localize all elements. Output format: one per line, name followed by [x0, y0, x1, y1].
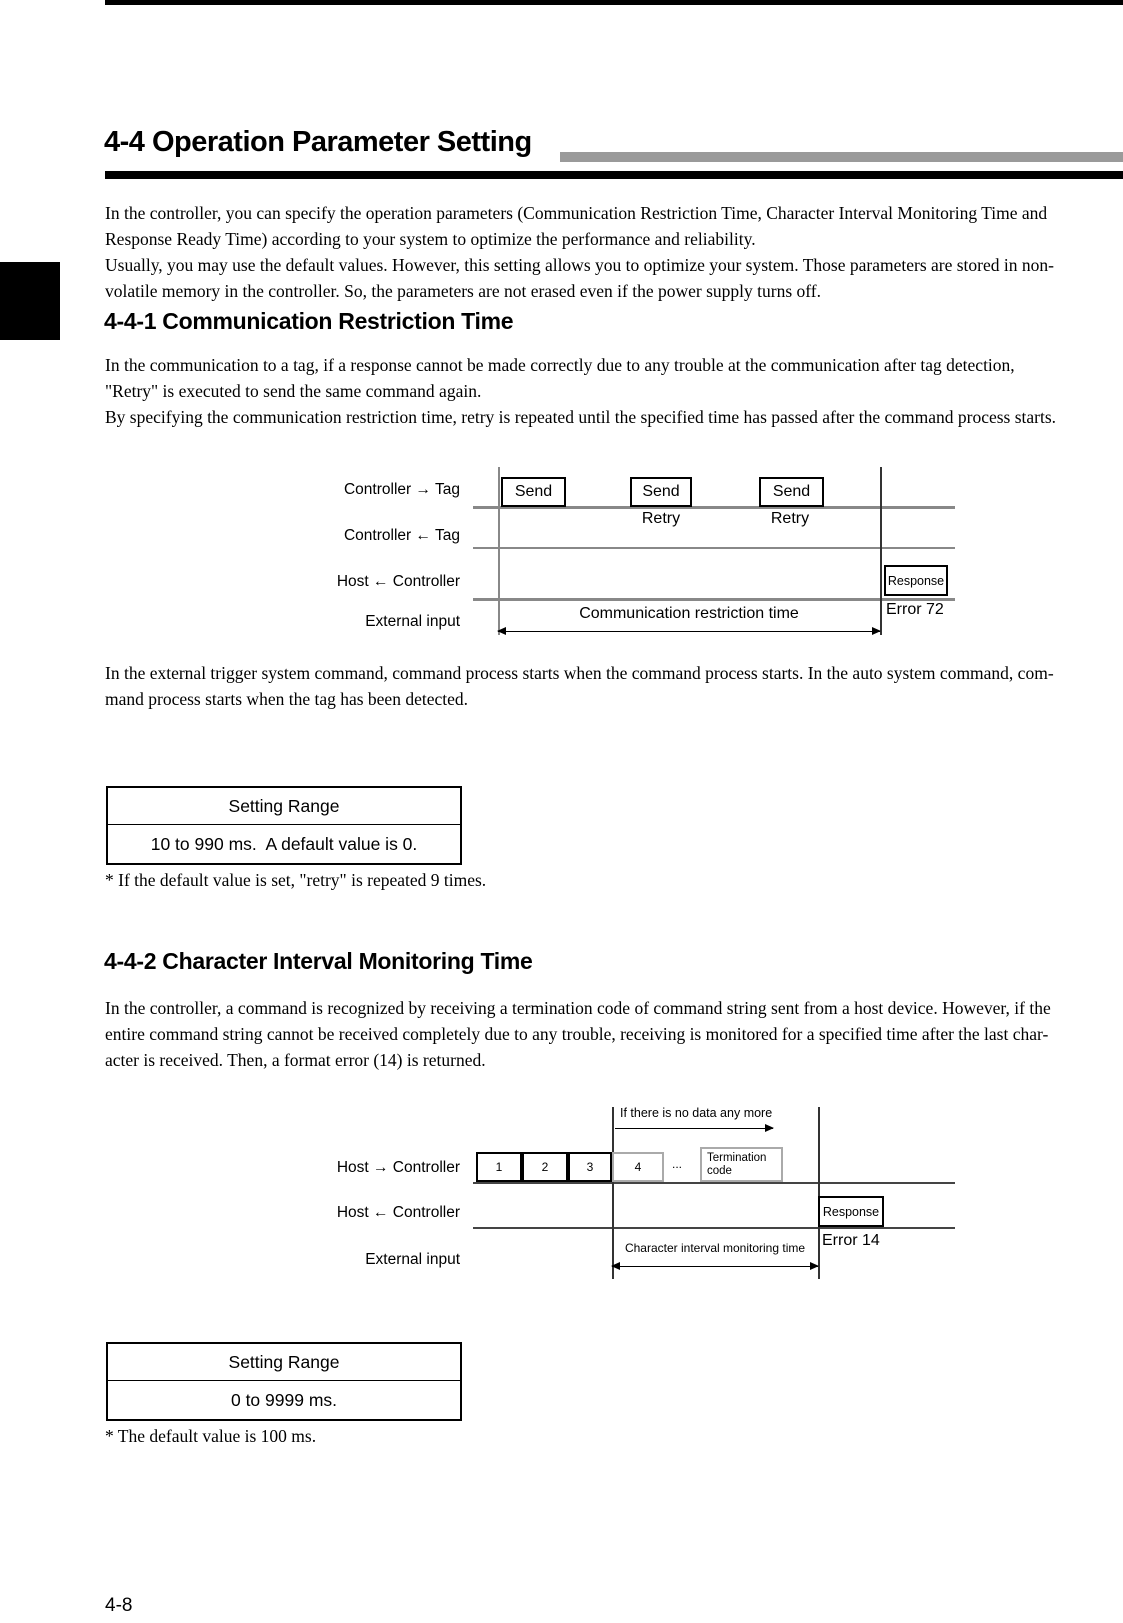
- send-box-2: Send: [630, 477, 692, 507]
- page-number: 4-8: [105, 1595, 133, 1616]
- setting-range-header-2: Setting Range: [108, 1344, 460, 1381]
- diagram1-baseline-1: [473, 506, 955, 509]
- diagram1-row-label-external-input: External input: [365, 613, 460, 630]
- intro-paragraph: In the controller, you can specify the o…: [105, 203, 1054, 301]
- diagram2-baseline-1: [473, 1182, 955, 1184]
- setting-range-table-1: Setting Range 10 to 990 ms. A default va…: [106, 786, 462, 865]
- diagram2-row-label-host-from-controller: Host ← Controller: [336, 1204, 460, 1221]
- diagram2-row-label-external-input: External input: [365, 1251, 460, 1268]
- diagram1-start-line: [498, 467, 500, 635]
- retry-label-1: Retry: [641, 510, 681, 527]
- error-72-label: Error 72: [886, 601, 944, 618]
- section1-note: * If the default value is set, "retry" i…: [105, 870, 487, 890]
- char-box-4: 4: [612, 1152, 664, 1182]
- diagram1-row-label-controller-from-tag: Controller ← Tag: [343, 527, 460, 544]
- character-interval-diagram: Host → Controller Host ← Controller Exte…: [300, 1095, 970, 1295]
- character-interval-time-label: Character interval monitoring time: [624, 1241, 806, 1255]
- send-box-1: Send: [501, 477, 566, 507]
- page-title: 4-4 Operation Parameter Setting: [104, 126, 532, 158]
- no-data-arrow: [615, 1124, 774, 1132]
- send-box-3: Send: [759, 477, 824, 507]
- diagram1-baseline-2: [473, 547, 955, 549]
- response-box-2: Response: [818, 1196, 884, 1227]
- restriction-time-span-arrow: [497, 627, 881, 635]
- section1-after-diagram-paragraph: In the external trigger system command, …: [105, 663, 1054, 709]
- communication-restriction-time-label: Communication restriction time: [579, 605, 799, 622]
- diagram1-end-line: [880, 467, 882, 635]
- diagram2-row-label-host-to-controller: Host → Controller: [336, 1159, 460, 1176]
- setting-range-value-1: 10 to 990 ms. A default value is 0.: [150, 833, 418, 854]
- chapter-tab: [0, 262, 60, 340]
- diagram1-baseline-3: [473, 598, 955, 601]
- diagram2-end-line: [818, 1107, 820, 1279]
- section2-note: * The default value is 100 ms.: [105, 1426, 317, 1446]
- section2-paragraph: In the controller, a command is recogniz…: [105, 998, 1051, 1070]
- response-box: Response: [884, 565, 948, 596]
- section1-paragraph: In the communication to a tag, if a resp…: [105, 355, 1057, 427]
- setting-range-header-1: Setting Range: [108, 788, 460, 825]
- char-box-2: 2: [522, 1152, 568, 1182]
- diagram1-row-label-host-from-controller: Host ← Controller: [336, 573, 460, 590]
- char-box-1: 1: [476, 1152, 522, 1182]
- error-14-label: Error 14: [822, 1232, 880, 1249]
- retry-label-2: Retry: [770, 510, 810, 527]
- diagram2-baseline-2: [473, 1227, 955, 1229]
- top-rule: [105, 0, 1123, 5]
- communication-restriction-diagram: Controller → Tag Controller ← Tag Host ←…: [300, 455, 970, 650]
- setting-range-table-2: Setting Range 0 to 9999 ms.: [106, 1342, 462, 1421]
- setting-range-value-2: 0 to 9999 ms.: [230, 1389, 338, 1410]
- termination-code-box: Termination code: [700, 1147, 783, 1182]
- diagram1-row-label-controller-to-tag: Controller → Tag: [343, 481, 460, 498]
- no-data-label: If there is no data any more: [620, 1106, 773, 1120]
- section1-heading: 4-4-1 Communication Restriction Time: [104, 308, 514, 334]
- title-gray-rule: [560, 152, 1123, 162]
- char-box-3: 3: [568, 1152, 612, 1182]
- ellipsis-label: ...: [672, 1157, 683, 1171]
- section2-heading: 4-4-2 Character Interval Monitoring Time: [104, 948, 533, 974]
- character-interval-span-arrow: [611, 1262, 819, 1270]
- title-black-rule: [105, 171, 1123, 179]
- diagram2-start-line: [612, 1107, 614, 1279]
